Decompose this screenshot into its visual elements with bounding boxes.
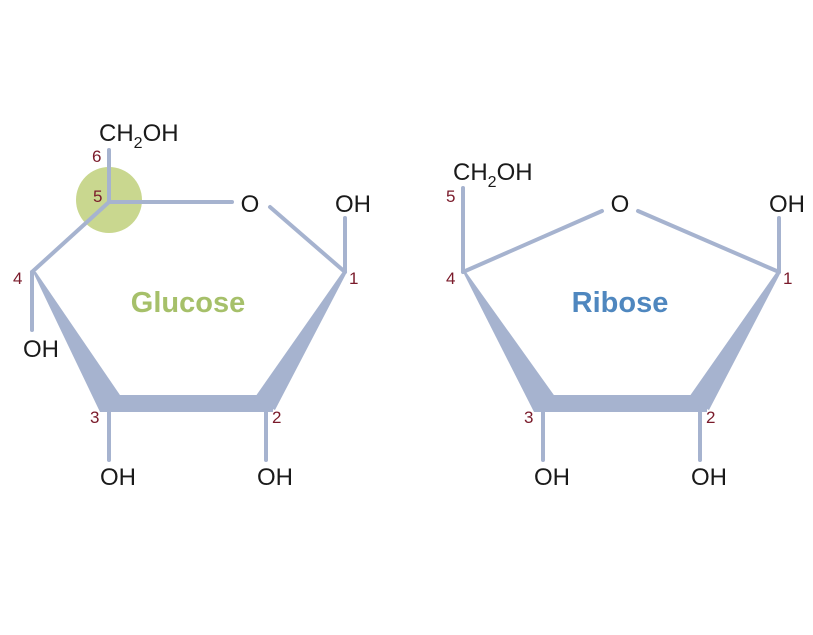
glucose-label: Glucose xyxy=(131,287,245,319)
glucose-c3-oh: OH xyxy=(100,464,136,491)
glucose-c1-oh: OH xyxy=(335,191,371,218)
c3-c4-wedge xyxy=(32,270,122,412)
glucose-structure: CH2OH O OH OH OH OH 1 2 3 4 5 6 Glucose xyxy=(13,120,371,491)
o-c1-bond xyxy=(268,205,347,274)
ribose-wedge-bonds xyxy=(462,270,781,412)
c4-c5-bond xyxy=(30,200,111,274)
glucose-carbon-numbers: 1 2 3 4 5 6 xyxy=(13,147,358,427)
glucose-carbon-6: 6 xyxy=(92,147,101,166)
glucose-carbon-4: 4 xyxy=(13,269,22,288)
ribose-structure: CH2OH O OH OH OH 1 2 3 4 5 Ribose xyxy=(446,159,805,491)
glucose-bonds xyxy=(30,148,347,462)
ribose-ring-oxygen: O xyxy=(611,191,630,218)
glucose-c2-oh: OH xyxy=(257,464,293,491)
ribose-carbon-4: 4 xyxy=(446,269,455,288)
glucose-carbon-2: 2 xyxy=(272,408,281,427)
ribose-c3-oh: OH xyxy=(534,464,570,491)
ribose-carbon-2: 2 xyxy=(706,408,715,427)
o-c1-bond xyxy=(636,209,781,274)
ribose-label: Ribose xyxy=(572,287,669,319)
ribose-c1-oh: OH xyxy=(769,191,805,218)
ribose-bonds xyxy=(461,186,781,462)
glucose-carbon-5: 5 xyxy=(93,187,102,206)
ribose-c2-oh: OH xyxy=(691,464,727,491)
c3-c4-wedge xyxy=(462,270,556,412)
glucose-ring-oxygen: O xyxy=(241,191,260,218)
ribose-c5-group: CH2OH xyxy=(453,159,533,191)
ribose-carbon-1: 1 xyxy=(783,269,792,288)
c1-c2-wedge xyxy=(687,270,781,410)
c2-c3-bond xyxy=(100,395,273,412)
c1-c2-wedge xyxy=(253,270,347,410)
glucose-c6-group: CH2OH xyxy=(99,120,179,152)
glucose-carbon-3: 3 xyxy=(90,408,99,427)
glucose-carbon-1: 1 xyxy=(349,269,358,288)
ribose-carbon-numbers: 1 2 3 4 5 xyxy=(446,187,792,427)
ribose-carbon-3: 3 xyxy=(524,408,533,427)
c2-c3-bond xyxy=(534,395,707,412)
c4-o-bond xyxy=(461,209,604,274)
glucose-c4-oh: OH xyxy=(23,336,59,363)
ribose-carbon-5: 5 xyxy=(446,187,455,206)
glucose-wedge-bonds xyxy=(32,270,347,412)
